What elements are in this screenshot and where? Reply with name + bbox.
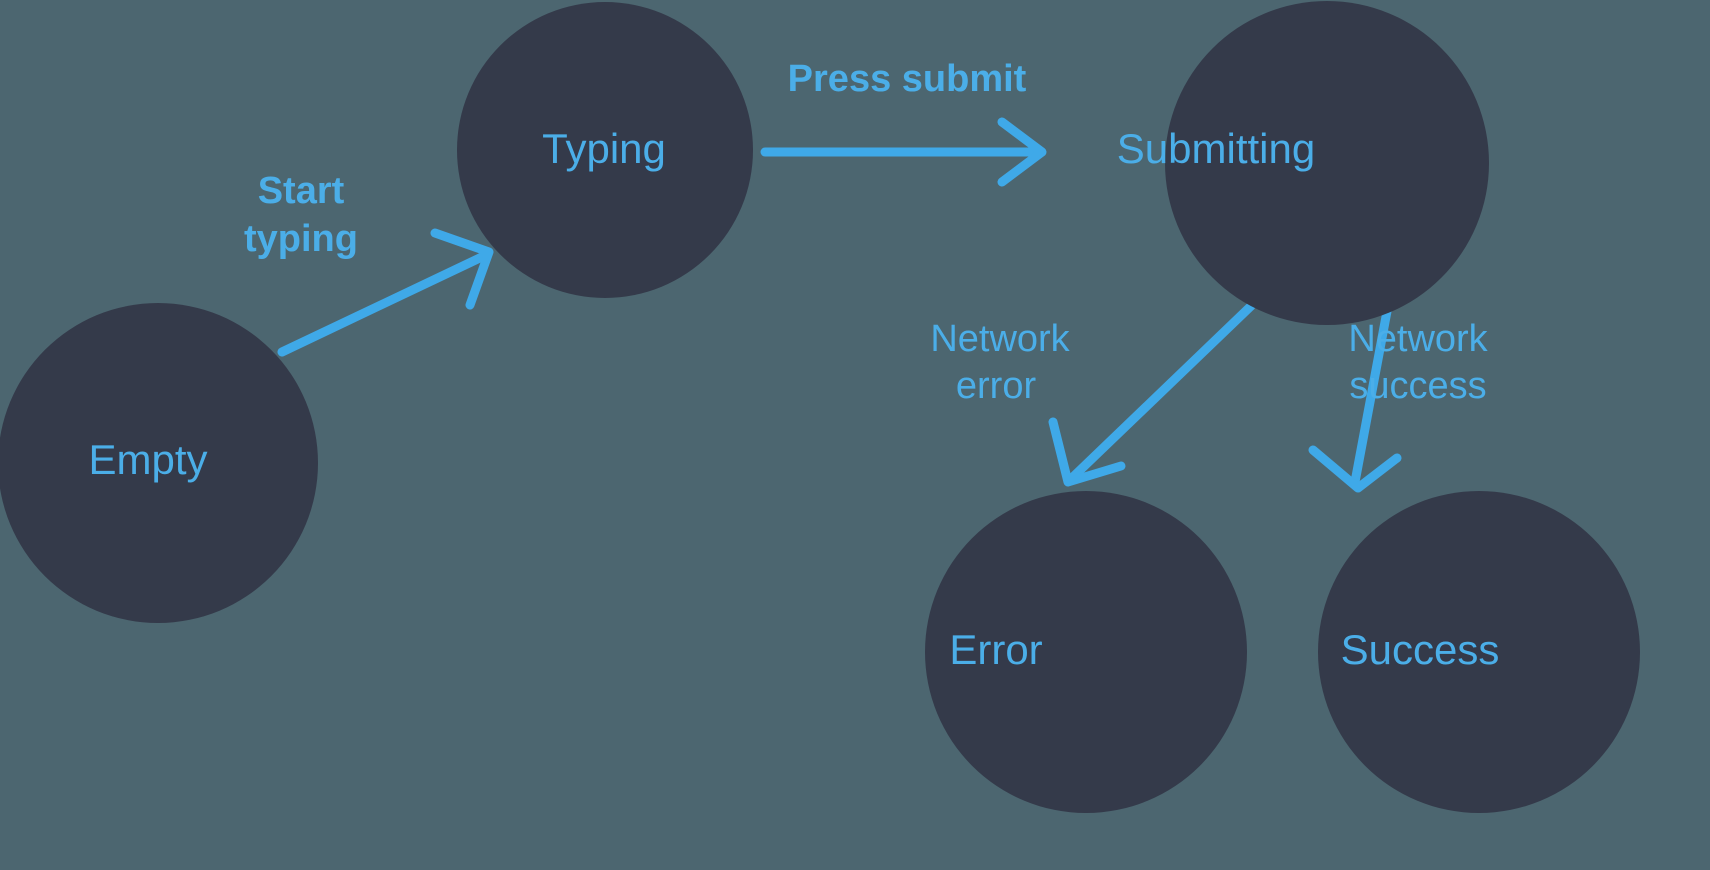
arrowhead-network-success bbox=[1308, 445, 1402, 493]
node-error-circle[interactable] bbox=[925, 491, 1247, 813]
edge-label-network-error-line2: error bbox=[956, 365, 1037, 407]
edge-label-start-typing-line2: typing bbox=[244, 218, 358, 260]
edge-submitting-to-error bbox=[1048, 301, 1256, 487]
edge-label-network-error-line1: Network bbox=[930, 318, 1070, 360]
edge-label-network-success-line1: Network bbox=[1348, 318, 1488, 360]
node-empty-label: Empty bbox=[88, 436, 207, 483]
node-empty[interactable]: Empty bbox=[0, 303, 318, 623]
edge-typing-to-submitting bbox=[760, 117, 1047, 187]
edge-label-network-success-line2: success bbox=[1349, 365, 1486, 407]
arrowhead-start-typing bbox=[430, 228, 494, 310]
node-error-label: Error bbox=[949, 626, 1042, 673]
node-success[interactable]: Success bbox=[1318, 491, 1640, 813]
edge-submitting-to-success bbox=[1308, 301, 1402, 493]
node-typing-circle[interactable] bbox=[457, 2, 753, 298]
edge-label-start-typing-line1: Start bbox=[258, 170, 345, 212]
edge-empty-to-typing bbox=[277, 228, 494, 357]
arrowhead-press-submit bbox=[997, 117, 1047, 187]
edge-line-start-typing bbox=[277, 250, 491, 357]
edge-label-start-typing: Start typing bbox=[244, 170, 358, 260]
edge-line-network-success bbox=[1350, 301, 1393, 487]
edge-line-network-error bbox=[1069, 301, 1256, 481]
node-typing-label: Typing bbox=[542, 125, 666, 172]
edge-label-network-success: Network success bbox=[1348, 318, 1488, 407]
edge-label-press-submit-line1: Press submit bbox=[788, 58, 1027, 100]
node-typing[interactable]: Typing bbox=[457, 2, 753, 298]
node-submitting-label: Submitting bbox=[1117, 125, 1315, 172]
node-submitting[interactable]: Submitting bbox=[1117, 1, 1489, 325]
arrowhead-network-error bbox=[1048, 417, 1126, 487]
edge-label-network-error: Network error bbox=[930, 318, 1070, 407]
node-error[interactable]: Error bbox=[925, 491, 1247, 813]
node-submitting-circle[interactable] bbox=[1165, 1, 1489, 325]
node-success-label: Success bbox=[1341, 626, 1500, 673]
edge-label-press-submit: Press submit bbox=[788, 58, 1027, 100]
node-empty-circle[interactable] bbox=[0, 303, 318, 623]
node-success-circle[interactable] bbox=[1318, 491, 1640, 813]
